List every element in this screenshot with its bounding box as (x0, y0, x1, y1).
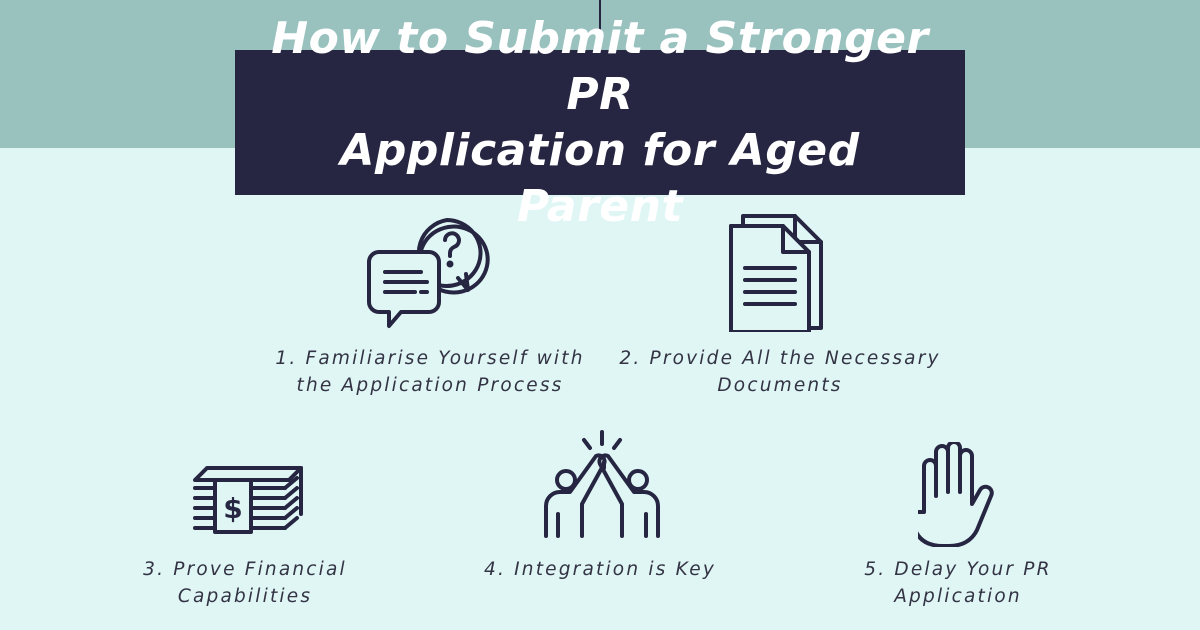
high-five-icon (540, 428, 665, 543)
step-4-label-line-1: 4. Integration is Key (483, 559, 716, 580)
title-line-1: How to Submit a Stronger PR (271, 12, 929, 120)
step-5-label: 5. Delay Your PR Application (828, 556, 1088, 610)
documents-icon (725, 212, 835, 332)
step-2-label-line-1: 2. Provide All the Necessary (619, 348, 941, 369)
page-title: How to Submit a Stronger PR Application … (260, 11, 940, 235)
step-5-label-line-2: Application (894, 586, 1022, 607)
step-4-label: 4. Integration is Key (470, 556, 730, 583)
money-stack-icon: $ (185, 462, 305, 542)
hanging-line (599, 0, 601, 50)
svg-text:$: $ (223, 492, 242, 525)
raised-hand-icon (918, 442, 998, 547)
step-2-label: 2. Provide All the Necessary Documents (615, 345, 945, 399)
step-3-label-line-2: Capabilities (177, 586, 313, 607)
step-1-label-line-1: 1. Familiarise Yourself with (275, 348, 585, 369)
chat-question-icon (365, 212, 490, 332)
title-line-2: Application for Aged Parent (340, 124, 860, 232)
step-2-label-line-2: Documents (717, 375, 843, 396)
step-3-label-line-1: 3. Prove Financial (143, 559, 347, 580)
step-1-label: 1. Familiarise Yourself with the Applica… (265, 345, 595, 399)
step-3-label: 3. Prove Financial Capabilities (115, 556, 375, 610)
title-banner: How to Submit a Stronger PR Application … (235, 13, 965, 232)
step-5-label-line-1: 5. Delay Your PR (864, 559, 1052, 580)
step-1-label-line-2: the Application Process (296, 375, 564, 396)
